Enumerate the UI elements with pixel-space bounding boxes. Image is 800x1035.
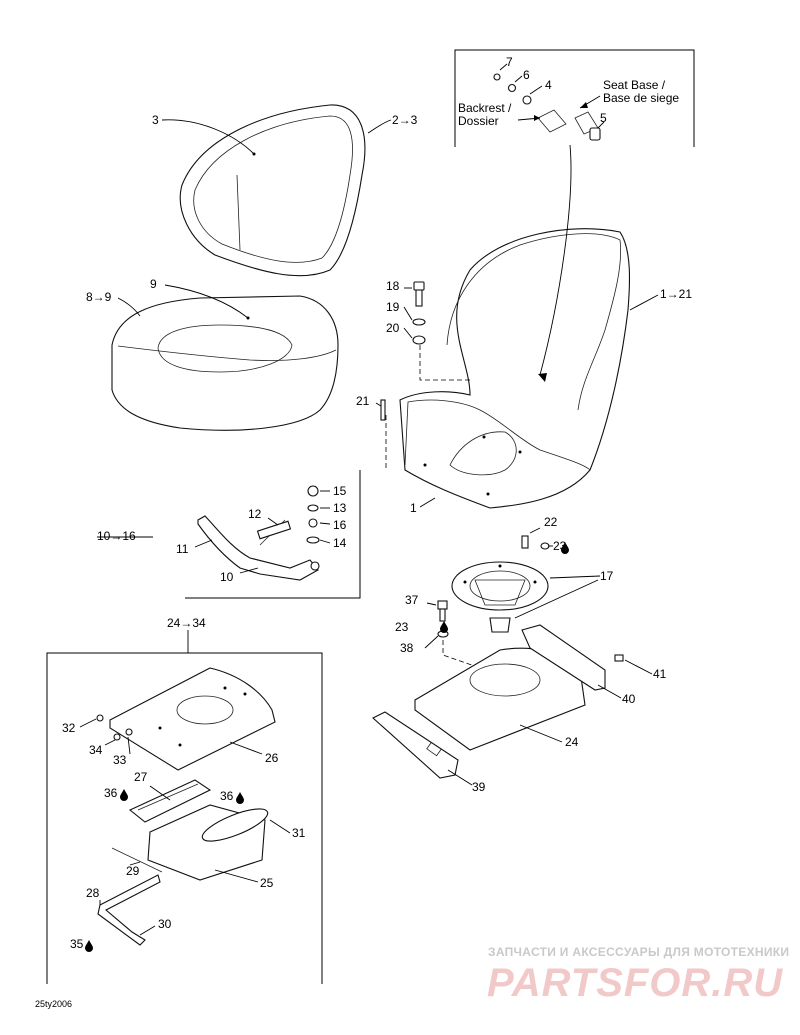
callout-5: 5 [600, 111, 607, 125]
callout-29: 29 [126, 864, 140, 878]
callout-1: 1 [410, 501, 417, 515]
hardware-18-21 [375, 281, 426, 421]
callout-35: 35 [70, 937, 84, 951]
callout-31: 31 [292, 826, 306, 840]
callout-17: 17 [600, 569, 614, 583]
callout-4: 4 [545, 78, 552, 92]
callout-41: 41 [653, 667, 667, 681]
watermark-brand: PARTSFOR.RU [487, 961, 783, 1005]
callout-40: 40 [622, 692, 636, 706]
callout-19: 19 [386, 300, 400, 314]
callout-18: 18 [386, 279, 400, 293]
callout-32: 32 [62, 721, 76, 735]
callout-3: 3 [152, 113, 159, 127]
callout-15: 15 [333, 484, 347, 498]
callout-9: 9 [150, 277, 157, 291]
callout-21: 21 [356, 394, 370, 408]
note-backrest: Backrest / [458, 101, 512, 115]
callout-24: 24 [565, 735, 579, 749]
drop-icon [561, 542, 569, 554]
callout-10: 10 [220, 570, 234, 584]
note-dossier: Dossier [458, 114, 499, 128]
callout-27: 27 [134, 770, 148, 784]
callout-8-9: 8→9 [86, 290, 112, 304]
callout-37: 37 [405, 593, 419, 607]
callout-1-21: 1→21 [660, 287, 692, 301]
drop-icon [120, 789, 128, 801]
diagram-code: 25ty2006 [35, 999, 72, 1009]
callout-39: 39 [472, 780, 486, 794]
drop-icon [440, 621, 448, 633]
backrest-cushion [161, 104, 392, 277]
drop-icon [85, 940, 93, 952]
callout-11: 11 [176, 542, 189, 556]
callout-28: 28 [86, 886, 100, 900]
callout-7: 7 [506, 55, 513, 69]
slide-detail-box [46, 630, 323, 984]
lever-assembly [97, 470, 361, 599]
seat-cushion [111, 284, 339, 431]
callout-38: 38 [400, 641, 414, 655]
callout-10-16: 10→16 [97, 529, 136, 543]
callout-12: 12 [248, 507, 262, 521]
callout-34: 34 [89, 743, 103, 757]
seat-shell [385, 144, 659, 509]
drop-icon [236, 792, 244, 804]
detail-box [454, 49, 695, 147]
callout-13: 13 [333, 501, 347, 515]
callout-36-left: 36 [104, 786, 118, 800]
callout-20: 20 [386, 321, 400, 335]
note-base-de-siege: Base de siege [603, 91, 679, 105]
swivel-plate [451, 527, 601, 633]
callout-23-mid: 23 [395, 620, 409, 634]
callout-2-3: 2→3 [392, 113, 418, 127]
slide-assembly [372, 624, 653, 786]
callout-14: 14 [333, 536, 347, 550]
watermark-tagline: ЗАПЧАСТИ И АКСЕССУАРЫ ДЛЯ МОТОТЕХНИКИ [488, 945, 789, 959]
callout-24-34: 24→34 [167, 616, 206, 630]
callout-22: 22 [544, 515, 558, 529]
callout-25: 25 [260, 876, 274, 890]
callout-30: 30 [158, 917, 172, 931]
callout-26: 26 [265, 751, 279, 765]
callout-36-right: 36 [220, 789, 234, 803]
drop-icons [85, 542, 569, 952]
callout-33: 33 [113, 753, 127, 767]
note-seat-base: Seat Base / [603, 78, 666, 92]
callout-6: 6 [523, 68, 530, 82]
callout-16: 16 [333, 518, 347, 532]
